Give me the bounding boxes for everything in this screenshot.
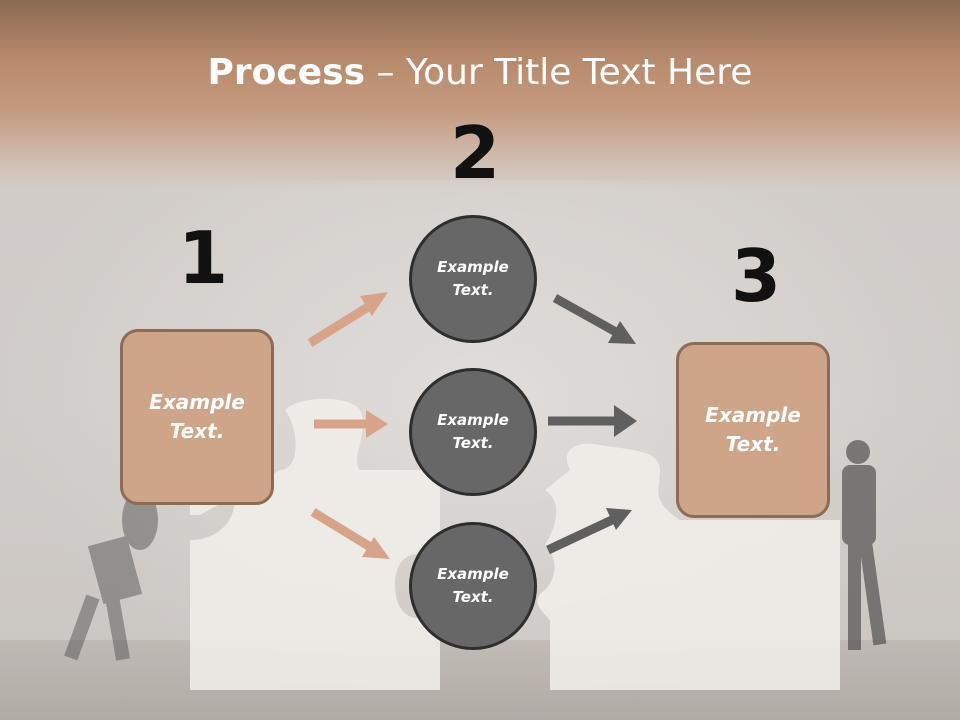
step-number-1: 1 [178, 216, 229, 300]
arrow-to-top-circle [307, 292, 388, 347]
step-3-label-line2: Text. [725, 432, 781, 456]
right-puzzle-piece [537, 443, 840, 690]
circle-bottom-line1: Example [437, 565, 509, 583]
left-person-silhouette [64, 490, 158, 661]
step-3-label-line1: Example [705, 403, 801, 427]
title-rest: – Your Title Text Here [365, 52, 753, 93]
arrow-from-bottom-circle [546, 508, 632, 555]
circle-top-line2: Text. [452, 281, 494, 299]
left-puzzle-piece [190, 398, 440, 690]
arrow-from-middle-circle [548, 405, 637, 437]
step-number-2: 2 [450, 111, 501, 195]
step-1-label-line1: Example [149, 390, 245, 414]
circle-middle-line2: Text. [452, 434, 494, 452]
circle-bottom-line2: Text. [452, 588, 494, 606]
right-person-silhouette [842, 440, 887, 650]
circle-top-line1: Example [437, 258, 509, 276]
step-number-3: 3 [731, 234, 782, 318]
title-bold: Process [207, 52, 366, 93]
arrow-to-middle-circle [314, 410, 388, 438]
arrow-to-bottom-circle [310, 508, 390, 559]
step-1-label-line2: Text. [169, 419, 225, 443]
arrow-from-top-circle [552, 294, 636, 344]
circle-middle-line1: Example [437, 411, 509, 429]
slide-title: Process – Your Title Text Here [0, 52, 960, 93]
